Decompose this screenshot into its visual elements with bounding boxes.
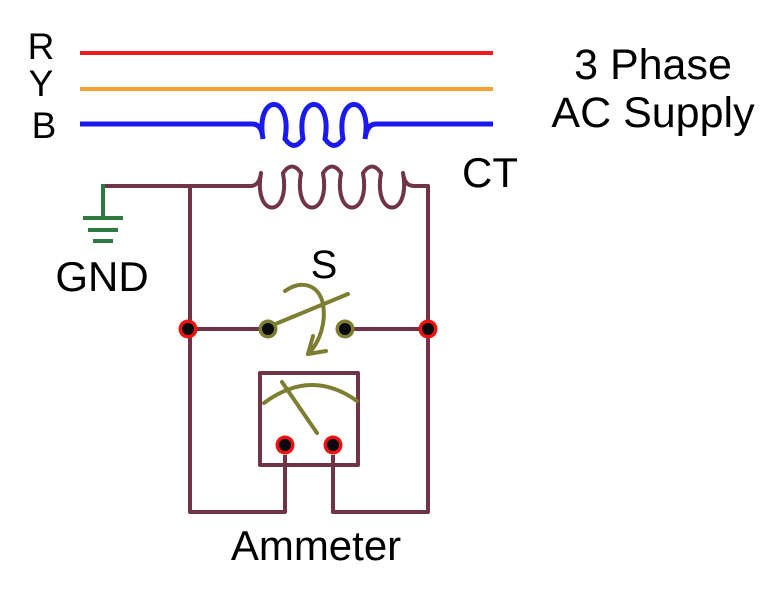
terminal-core — [182, 323, 194, 335]
left-branch-wire — [188, 186, 287, 514]
three-phase-lines — [80, 51, 493, 148]
ct-primary-coil — [80, 102, 493, 148]
terminal-left-red — [178, 319, 198, 339]
supply-label-line1: 3 Phase — [574, 41, 732, 89]
switch-terminal-right — [335, 319, 355, 339]
switch-and-meter-marks — [262, 282, 359, 435]
switch-terminal-left — [258, 319, 278, 339]
terminal-core — [279, 439, 291, 451]
terminal-core — [327, 439, 339, 451]
ground-label: GND — [55, 253, 148, 300]
ct-secondary-coil — [103, 164, 430, 514]
ammeter-scale-arc — [262, 383, 359, 405]
terminal-right-red — [418, 319, 438, 339]
ammeter-label: Ammeter — [231, 522, 401, 569]
terminal-core — [339, 323, 351, 335]
phase-y-label: Y — [29, 63, 54, 104]
switch-arrowhead-icon — [306, 334, 328, 356]
phase-r-label: R — [28, 26, 55, 67]
terminal-core — [422, 323, 434, 335]
ammeter-needle — [280, 380, 319, 435]
switch-blade — [271, 292, 350, 327]
terminal-core — [262, 323, 274, 335]
ammeter-terminal-right — [323, 435, 343, 455]
secondary-circuit-wires — [103, 164, 430, 514]
switch-label: S — [311, 243, 338, 287]
terminals — [178, 319, 438, 455]
ct-label: CT — [462, 149, 518, 196]
supply-label-line2: AC Supply — [551, 89, 755, 137]
phase-b-label: B — [32, 105, 57, 146]
switch-motion-arrow — [283, 282, 326, 356]
ground-icon — [83, 184, 123, 243]
labels: R Y B 3 Phase AC Supply CT GND S Ammeter — [28, 26, 755, 569]
ammeter-box — [258, 371, 360, 467]
ammeter-terminal-left — [275, 435, 295, 455]
